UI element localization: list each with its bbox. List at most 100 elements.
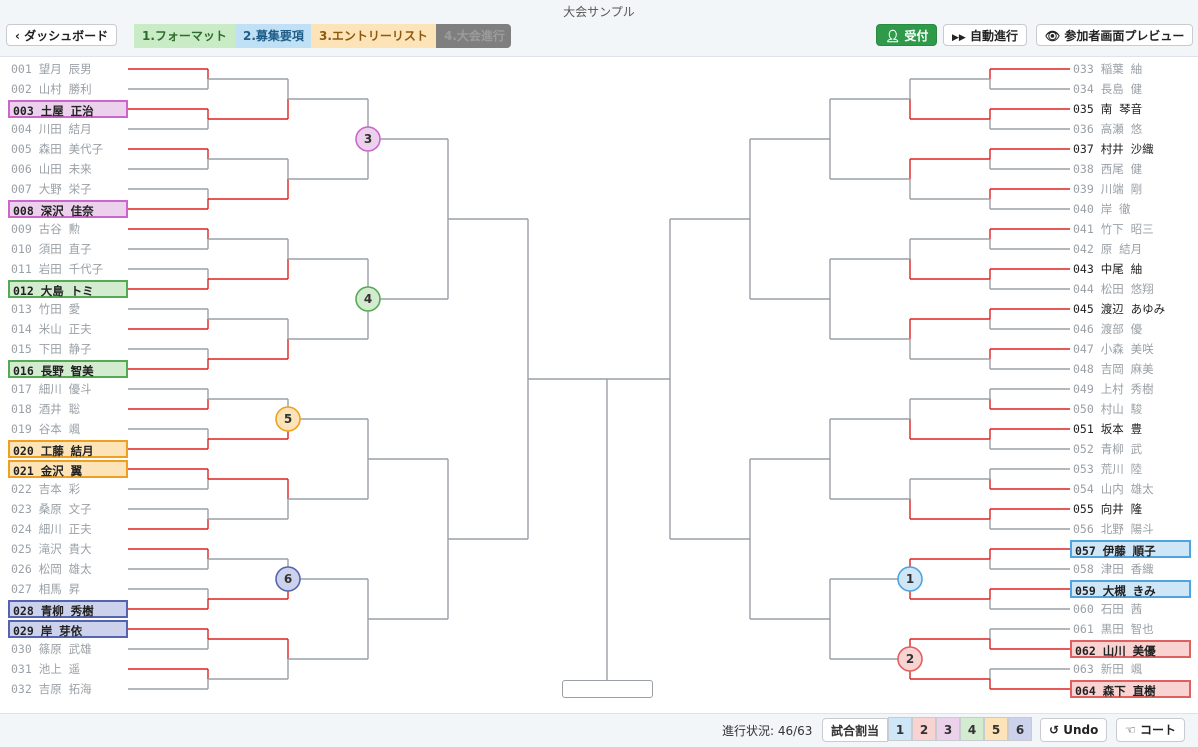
entry-041[interactable]: 041 竹下 昭三 — [1070, 220, 1191, 238]
entry-019[interactable]: 019 谷本 颯 — [8, 420, 128, 438]
entry-020[interactable]: 020 工藤 結月 — [8, 440, 128, 458]
entry-031[interactable]: 031 池上 遥 — [8, 660, 128, 678]
court-marker-5[interactable]: 5 — [275, 406, 301, 432]
entry-051[interactable]: 051 坂本 豊 — [1070, 420, 1191, 438]
entry-name: 小森 美咲 — [1093, 342, 1154, 356]
court-button[interactable]: ☜ コート — [1116, 718, 1185, 742]
entry-045[interactable]: 045 渡辺 あゆみ — [1070, 300, 1191, 318]
entry-name: 下田 静子 — [31, 342, 92, 356]
entry-006[interactable]: 006 山田 未来 — [8, 160, 128, 178]
entry-060[interactable]: 060 石田 茜 — [1070, 600, 1191, 618]
entry-number: 035 — [1073, 102, 1094, 116]
court-toggle-4[interactable]: 4 — [960, 717, 984, 741]
entry-036[interactable]: 036 高瀬 悠 — [1070, 120, 1191, 138]
entry-023[interactable]: 023 桑原 文子 — [8, 500, 128, 518]
dashboard-button[interactable]: ‹ ダッシュボード — [6, 24, 118, 46]
entry-017[interactable]: 017 細川 優斗 — [8, 380, 128, 398]
court-toggle-2[interactable]: 2 — [912, 717, 936, 741]
entry-055[interactable]: 055 向井 隆 — [1070, 500, 1191, 518]
tab-entry-list[interactable]: 3.エントリーリスト — [311, 24, 436, 48]
entry-030[interactable]: 030 篠原 武雄 — [8, 640, 128, 658]
entry-013[interactable]: 013 竹田 愛 — [8, 300, 128, 318]
entry-046[interactable]: 046 渡部 優 — [1070, 320, 1191, 338]
preview-button[interactable]: 👁︎ 参加者画面プレビュー — [1036, 24, 1194, 46]
entry-028[interactable]: 028 青柳 秀樹 — [8, 600, 128, 618]
auto-progress-button[interactable]: ▶▶ 自動進行 — [943, 24, 1028, 46]
entry-063[interactable]: 063 新田 颯 — [1070, 660, 1191, 678]
entry-016[interactable]: 016 長野 智美 — [8, 360, 128, 378]
assign-match-button[interactable]: 試合割当 — [822, 718, 888, 742]
person-icon: 👤︎ — [885, 29, 901, 43]
entry-040[interactable]: 040 岸 徹 — [1070, 200, 1191, 218]
entry-057[interactable]: 057 伊藤 順子 — [1070, 540, 1191, 558]
court-toggle-5[interactable]: 5 — [984, 717, 1008, 741]
entry-056[interactable]: 056 北野 陽斗 — [1070, 520, 1191, 538]
entry-027[interactable]: 027 相馬 昇 — [8, 580, 128, 598]
entry-008[interactable]: 008 深沢 佳奈 — [8, 200, 128, 218]
entry-058[interactable]: 058 津田 香織 — [1070, 560, 1191, 578]
entry-029[interactable]: 029 岸 芽依 — [8, 620, 128, 638]
court-marker-6[interactable]: 6 — [275, 566, 301, 592]
court-toggle-6[interactable]: 6 — [1008, 717, 1032, 741]
entry-015[interactable]: 015 下田 静子 — [8, 340, 128, 358]
reception-button[interactable]: 👤︎ 受付 — [876, 24, 938, 46]
entry-021[interactable]: 021 金沢 翼 — [8, 460, 128, 478]
entry-009[interactable]: 009 古谷 勲 — [8, 220, 128, 238]
entry-number: 060 — [1073, 602, 1094, 616]
entry-064[interactable]: 064 森下 直樹 — [1070, 680, 1191, 698]
entry-050[interactable]: 050 村山 駿 — [1070, 400, 1191, 418]
entry-024[interactable]: 024 細川 正夫 — [8, 520, 128, 538]
entry-005[interactable]: 005 森田 美代子 — [8, 140, 128, 158]
entry-037[interactable]: 037 村井 沙織 — [1070, 140, 1191, 158]
entry-054[interactable]: 054 山内 雄太 — [1070, 480, 1191, 498]
entry-048[interactable]: 048 吉岡 麻美 — [1070, 360, 1191, 378]
entry-034[interactable]: 034 長島 健 — [1070, 80, 1191, 98]
entry-name: 谷本 颯 — [31, 422, 81, 436]
entry-022[interactable]: 022 吉本 彩 — [8, 480, 128, 498]
entry-name: 村山 駿 — [1093, 402, 1143, 416]
entry-042[interactable]: 042 原 結月 — [1070, 240, 1191, 258]
entry-002[interactable]: 002 山村 勝利 — [8, 80, 128, 98]
entry-018[interactable]: 018 酒井 聡 — [8, 400, 128, 418]
entry-061[interactable]: 061 黒田 智也 — [1070, 620, 1191, 638]
court-marker-2[interactable]: 2 — [897, 646, 923, 672]
entry-062[interactable]: 062 山川 美優 — [1070, 640, 1191, 658]
entry-026[interactable]: 026 松岡 雄太 — [8, 560, 128, 578]
entry-043[interactable]: 043 中尾 紬 — [1070, 260, 1191, 278]
court-marker-circle — [275, 566, 301, 592]
entry-039[interactable]: 039 川端 剛 — [1070, 180, 1191, 198]
entry-003[interactable]: 003 土屋 正治 — [8, 100, 128, 118]
entry-name: 岩田 千代子 — [31, 262, 104, 276]
court-marker-label: 2 — [906, 652, 914, 666]
entry-033[interactable]: 033 稲葉 紬 — [1070, 60, 1191, 78]
court-toggle-3[interactable]: 3 — [936, 717, 960, 741]
entry-007[interactable]: 007 大野 栄子 — [8, 180, 128, 198]
entry-004[interactable]: 004 川田 結月 — [8, 120, 128, 138]
entry-001[interactable]: 001 望月 辰男 — [8, 60, 128, 78]
entry-035[interactable]: 035 南 琴音 — [1070, 100, 1191, 118]
tab-progress[interactable]: 4.大会進行 — [436, 24, 511, 48]
tab-recruitment[interactable]: 2.募集要項 — [235, 24, 312, 48]
entry-014[interactable]: 014 米山 正夫 — [8, 320, 128, 338]
entry-047[interactable]: 047 小森 美咲 — [1070, 340, 1191, 358]
entry-044[interactable]: 044 松田 悠翔 — [1070, 280, 1191, 298]
undo-button[interactable]: ↺ Undo — [1040, 718, 1108, 742]
entry-010[interactable]: 010 須田 直子 — [8, 240, 128, 258]
final-result-box[interactable] — [562, 680, 653, 698]
entry-number: 055 — [1073, 502, 1094, 516]
court-marker-1[interactable]: 1 — [897, 566, 923, 592]
court-marker-4[interactable]: 4 — [355, 286, 381, 312]
entry-059[interactable]: 059 大槻 きみ — [1070, 580, 1191, 598]
entry-012[interactable]: 012 大島 トミ — [8, 280, 128, 298]
entry-049[interactable]: 049 上村 秀樹 — [1070, 380, 1191, 398]
entry-025[interactable]: 025 滝沢 貴大 — [8, 540, 128, 558]
entry-name: 大野 栄子 — [31, 182, 92, 196]
entry-038[interactable]: 038 西尾 健 — [1070, 160, 1191, 178]
entry-052[interactable]: 052 青柳 武 — [1070, 440, 1191, 458]
entry-032[interactable]: 032 吉原 拓海 — [8, 680, 128, 698]
entry-053[interactable]: 053 荒川 陸 — [1070, 460, 1191, 478]
tab-format[interactable]: 1.フォーマット — [134, 24, 235, 48]
entry-011[interactable]: 011 岩田 千代子 — [8, 260, 128, 278]
court-toggle-1[interactable]: 1 — [888, 717, 912, 741]
court-marker-3[interactable]: 3 — [355, 126, 381, 152]
